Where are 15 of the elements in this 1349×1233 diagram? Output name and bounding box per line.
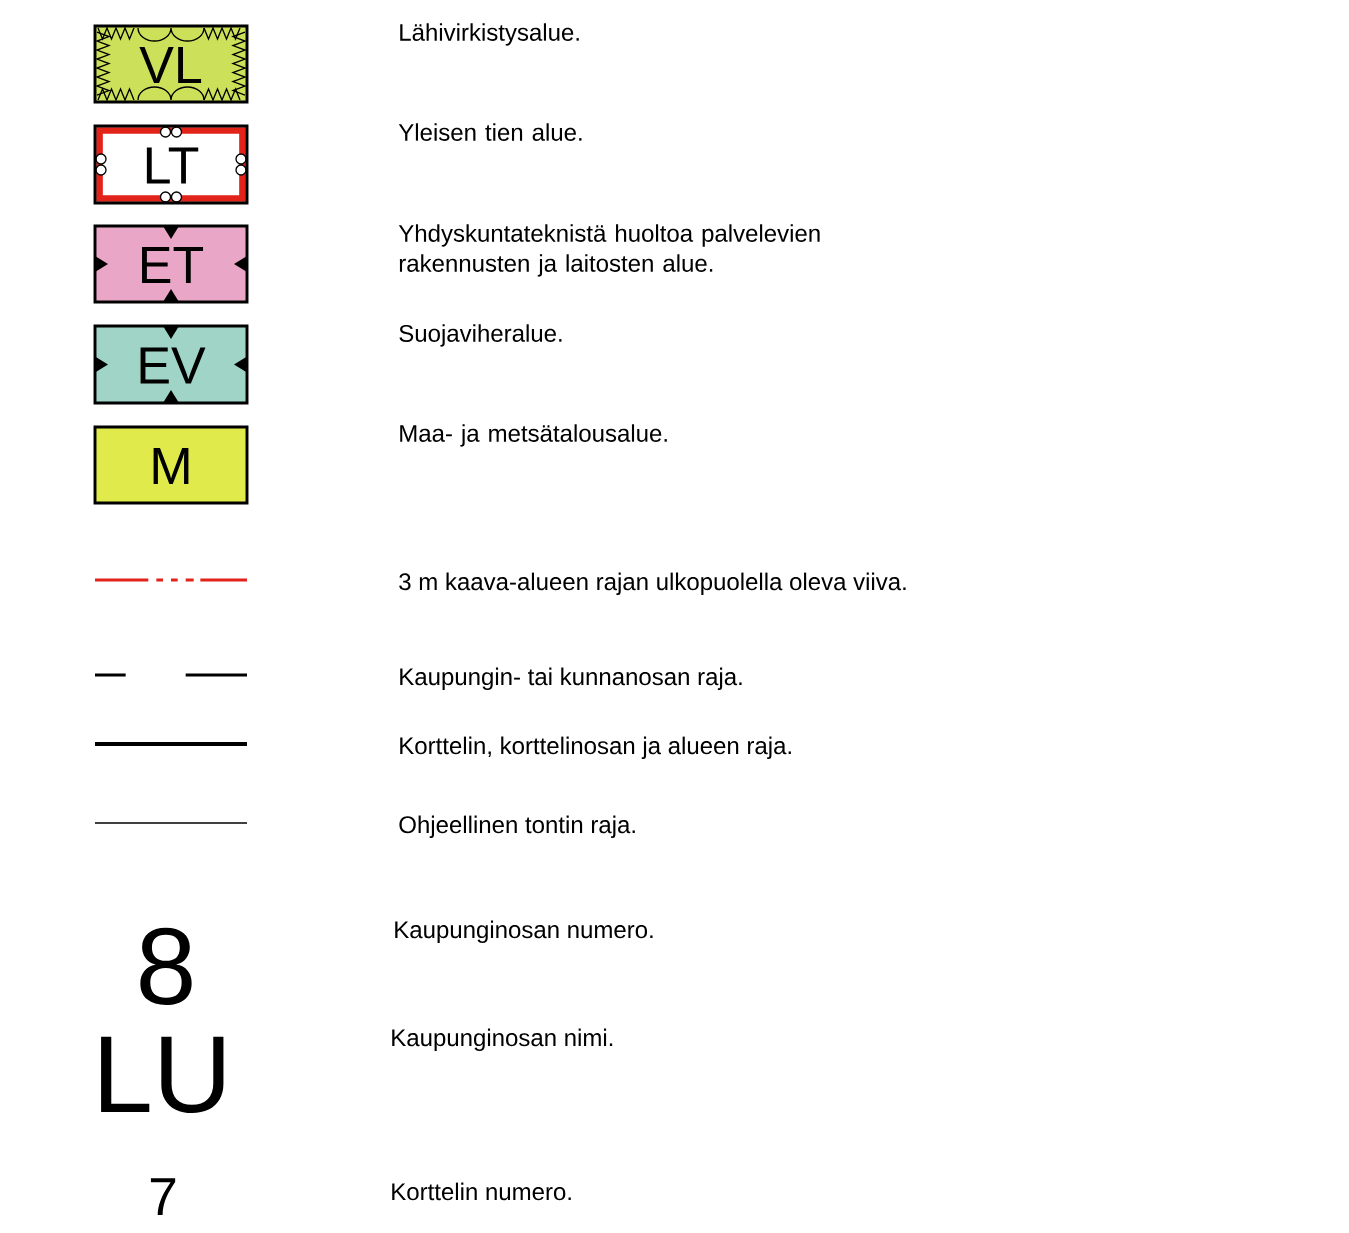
description-text: Yhdyskuntateknistä huoltoa palvelevien rakennusten ja laitosten alue. [398, 224, 820, 277]
description-text: Yleisen tien alue. [398, 123, 582, 141]
description-text: Ohjeellinen tontin raja. [399, 815, 635, 838]
description-text: Suojaviheralue. [399, 324, 562, 347]
district-name: LU [101, 1036, 224, 1114]
description-text: Maa- ja metsätalousalue. [400, 424, 667, 447]
description-text: Kaupunginosan numero. [395, 920, 653, 943]
description-text: Kaupungin- tai kunnanosan raja. [400, 667, 742, 690]
block-number: 7 [150, 1178, 176, 1215]
description-text: 3 m kaava-alueen rajan ulkopuolella oleva viiva. [399, 572, 906, 595]
description-text: Lähivirkistysalue. [400, 23, 579, 46]
description-text: Kaupunginosan nimi. [392, 1028, 613, 1051]
description-text: Korttelin, korttelinosan ja alueen raja. [400, 736, 791, 759]
description-text: Korttelin numero. [392, 1182, 571, 1201]
big-number: 8 [140, 927, 192, 1006]
